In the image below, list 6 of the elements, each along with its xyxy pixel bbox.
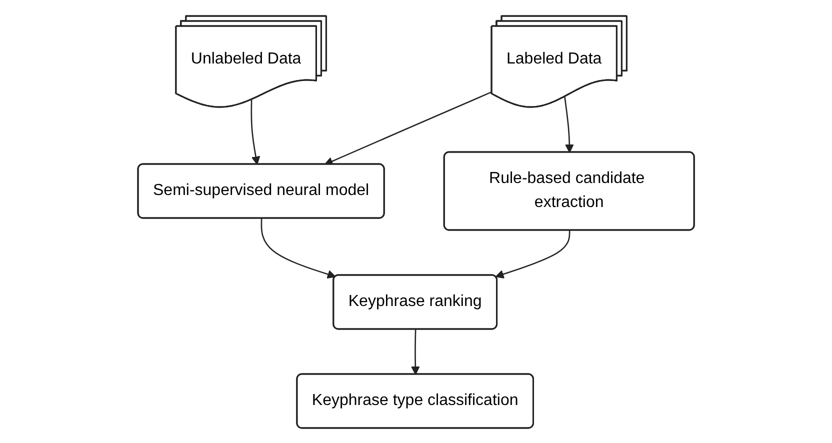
arrow xyxy=(324,90,492,165)
arrow xyxy=(250,99,260,164)
arrow xyxy=(410,328,420,374)
arrow xyxy=(495,230,570,278)
arrow xyxy=(564,96,574,152)
arrow xyxy=(260,218,336,278)
